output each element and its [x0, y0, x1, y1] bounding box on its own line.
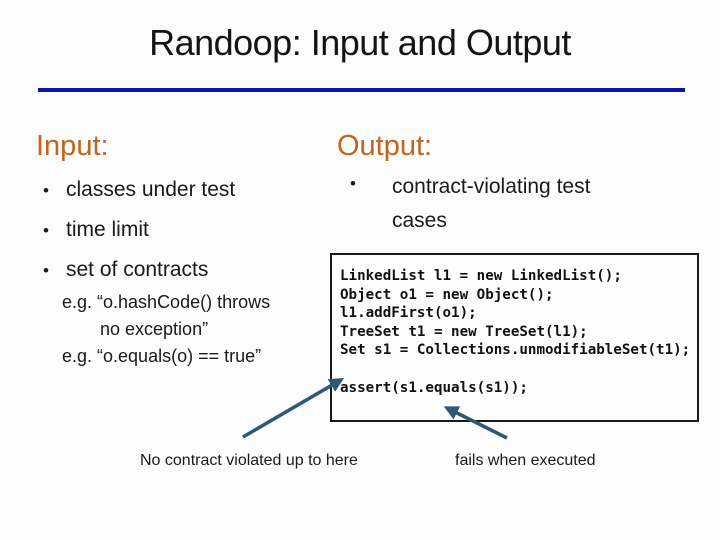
contract-example-equals: e.g. “o.equals(o) == true”: [62, 346, 262, 366]
bullet-icon: •: [350, 174, 356, 193]
bullet-icon: •: [43, 221, 49, 240]
title-divider: [38, 88, 685, 92]
input-bullet-classes: • classes under test: [43, 178, 235, 203]
input-bullet-time-limit: • time limit: [43, 218, 149, 243]
bullet-label: set of contracts: [66, 258, 209, 281]
contract-example-hashcode-line1: e.g. “o.hashCode() throws: [62, 292, 271, 312]
arrow-no-contract-violated: [242, 378, 345, 439]
input-heading: Input:: [36, 130, 109, 162]
input-bullet-contracts: • set of contracts: [43, 258, 208, 283]
bullet-icon: •: [43, 181, 49, 200]
bullet-label: contract-violating test cases: [392, 170, 590, 238]
bullet-icon: •: [43, 261, 49, 280]
output-bullet-test-cases: • contract-violating test cases: [350, 170, 590, 238]
output-heading: Output:: [337, 130, 433, 162]
slide-title: Randoop: Input and Output: [149, 22, 571, 63]
bullet-label: time limit: [66, 218, 149, 241]
bullet-label: classes under test: [66, 178, 236, 201]
contract-example-hashcode-line2: no exception”: [100, 319, 209, 339]
fails-when-executed-label: fails when executed: [455, 452, 596, 469]
bullet-label-line2: cases: [392, 209, 447, 232]
no-contract-violated-label: No contract violated up to here: [140, 452, 358, 469]
bullet-label-line1: contract-violating test: [392, 175, 591, 198]
test-case-code: LinkedList l1 = new LinkedList(); Object…: [340, 268, 691, 396]
test-case-code-box: LinkedList l1 = new LinkedList(); Object…: [330, 253, 699, 422]
